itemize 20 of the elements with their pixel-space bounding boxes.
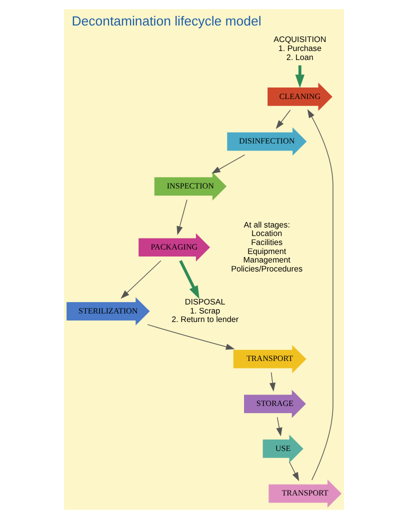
arrow [120, 260, 161, 298]
arrow [275, 109, 290, 129]
label: Management [242, 255, 290, 264]
label: At all stages: [243, 220, 290, 229]
node-text: DISPOSAL 1. Scrap 2. Return to lender [171, 297, 238, 324]
label: Location [251, 228, 282, 238]
label: Equipment [247, 246, 286, 256]
arrow [146, 324, 234, 350]
arrow [268, 372, 276, 392]
diagram-title: Decontamination lifecycle model [71, 13, 261, 28]
arrow [294, 64, 304, 88]
arrow [276, 416, 282, 436]
arrow [176, 198, 187, 235]
label: Policies/Procedures [230, 264, 302, 273]
arrow [288, 461, 299, 481]
label: Facilities [250, 238, 282, 247]
arrow [178, 260, 199, 299]
node-text: ACQUISITION 1. Purchase 2. Loan [273, 34, 326, 62]
arrow [211, 154, 245, 174]
arrow [306, 108, 333, 480]
